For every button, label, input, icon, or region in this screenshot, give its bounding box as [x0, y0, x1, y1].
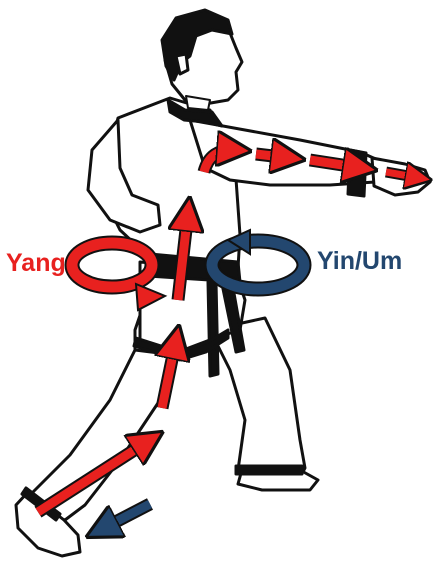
- yin-um-label: Yin/Um: [317, 247, 402, 276]
- pant-cuff-front: [236, 466, 302, 474]
- back-foot-push-arrow: [100, 504, 150, 530]
- yang-rotation-arrow: [72, 243, 165, 310]
- ear: [176, 54, 188, 74]
- belt-tail: [208, 282, 218, 376]
- yang-label: Yang: [6, 249, 66, 278]
- back-leg: [30, 340, 178, 520]
